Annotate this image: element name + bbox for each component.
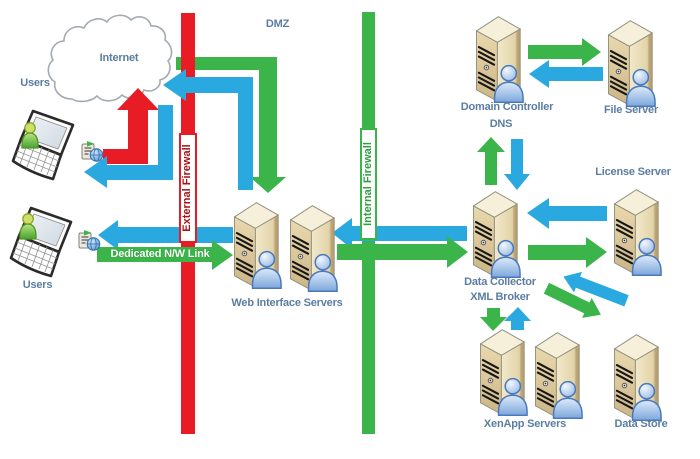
server-tower-domain-controller: [477, 17, 524, 103]
arrow-data-collector-to-dns: [477, 137, 505, 185]
file-server-label: File Server: [603, 104, 659, 116]
remote-access-icon-bottom: [78, 229, 101, 251]
server-tower-web-interface-2: [291, 206, 338, 292]
license-server-label: License Server: [595, 166, 671, 178]
arrow-web-interface-to-internet: [163, 69, 253, 190]
arrow-data-collector-to-data-store: [542, 281, 603, 320]
arrow-web-interface-to-data-collector: [337, 236, 468, 268]
arrow-file-server-to-domain-controller: [529, 60, 603, 88]
laptop-icon-bottom: [9, 206, 73, 278]
arrow-dedicated-nw-link: [97, 240, 233, 270]
arrow-domain-controller-to-file-server: [528, 38, 601, 66]
domain-controller-label: Domain Controller: [460, 101, 554, 113]
server-tower-xenapp-1: [481, 330, 528, 416]
web-interface-servers-label: Web Interface Servers: [231, 297, 343, 309]
arrow-users-to-internet: [103, 88, 159, 164]
internet-label: Internet: [99, 52, 139, 64]
external-firewall-label-plate: [179, 133, 197, 243]
dns-label: DNS: [489, 118, 513, 130]
arrow-data-collector-to-license: [528, 237, 607, 268]
internal-firewall-label-plate: [360, 128, 377, 240]
arrow-data-collector-to-web-interface: [332, 218, 467, 249]
arrow-data-store-to-data-collector: [561, 270, 630, 308]
arrow-license-to-data-collector: [527, 198, 607, 229]
users-top-label: Users: [20, 77, 50, 89]
arrow-broker-to-xenapp: [480, 308, 507, 331]
arrow-xenapp-to-broker: [504, 307, 531, 330]
xml-broker-label: XML Broker: [470, 291, 530, 303]
arrow-dns-to-data-collector: [504, 139, 530, 190]
arrow-web-interface-to-users: [98, 220, 233, 250]
data-collector-label: Data Collector: [464, 276, 536, 288]
green-user-icon-top: [21, 122, 39, 149]
users-bottom-label: Users: [22, 279, 53, 291]
server-tower-data-collector: [474, 192, 521, 278]
dedicated-nw-link-label: Dedicated N/W Link: [110, 248, 210, 260]
xenapp-servers-label: XenApp Servers: [483, 418, 567, 430]
internal-firewall-label: Internal Firewall: [362, 142, 374, 226]
external-firewall-label: External Firewall: [181, 144, 193, 232]
server-tower-web-interface-1: [235, 203, 282, 289]
server-tower-xenapp-2: [536, 333, 583, 419]
server-tower-data-store: [615, 335, 662, 421]
green-user-icon-bottom: [19, 213, 37, 240]
arrow-internet-to-web-interface: [176, 57, 286, 193]
dmz-zone-label: DMZ: [265, 18, 290, 30]
data-store-label: Data Store: [614, 418, 668, 430]
arrow-internet-to-users: [84, 105, 173, 188]
server-tower-license-server: [615, 190, 662, 276]
server-tower-file-server: [609, 21, 656, 107]
remote-access-icon-top: [81, 140, 104, 162]
